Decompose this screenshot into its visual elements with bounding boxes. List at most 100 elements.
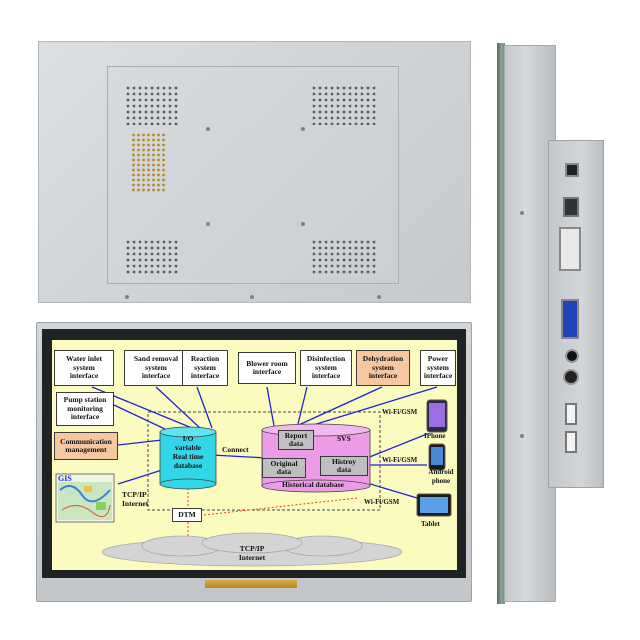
vent-hole <box>150 252 154 256</box>
vent-hole <box>318 270 322 274</box>
vent-hole <box>156 92 160 96</box>
screw <box>301 127 305 131</box>
vent-hole <box>138 116 142 120</box>
side-bezel <box>504 45 556 602</box>
vent-hole <box>157 178 160 182</box>
vent-hole <box>312 270 316 274</box>
vent-hole <box>324 116 328 120</box>
vent-hole <box>360 86 364 90</box>
vent-hole <box>137 168 140 172</box>
vent-hole <box>162 122 166 125</box>
vent-hole <box>360 104 364 108</box>
vent-hole <box>156 122 160 125</box>
vent-holes-amber <box>132 133 165 192</box>
vent-hole <box>336 86 340 90</box>
vent-hole <box>137 138 140 142</box>
vent-hole <box>156 110 160 114</box>
vent-hole <box>354 258 358 262</box>
vent-hole <box>168 116 172 120</box>
vent-hole <box>126 110 130 114</box>
vent-hole <box>324 264 328 268</box>
vent-hole <box>152 153 155 157</box>
vent-hole <box>318 110 322 114</box>
screw <box>520 211 524 215</box>
vent-hole <box>150 104 154 108</box>
vent-hole <box>348 98 352 102</box>
vent-hole <box>150 270 154 274</box>
vent-hole <box>138 104 142 108</box>
vent-hole <box>174 86 178 90</box>
vent-hole <box>312 116 316 120</box>
vent-hole <box>157 148 160 152</box>
tablet-label: Tablet <box>421 520 440 528</box>
vent-hole <box>348 116 352 120</box>
power-interface-box: Power system interface <box>420 350 456 386</box>
vent-hole <box>336 98 340 102</box>
vent-hole <box>342 116 346 120</box>
vent-hole <box>336 92 340 96</box>
vent-hole <box>162 258 166 262</box>
vent-hole <box>372 264 376 268</box>
vent-hole <box>132 188 135 192</box>
vent-hole <box>162 98 166 102</box>
original-data-box: Original data <box>262 458 306 478</box>
power-label: Power system interface <box>423 354 453 381</box>
vent-hole <box>348 270 352 274</box>
original-data-label: Original data <box>270 458 298 476</box>
vent-hole <box>152 163 155 167</box>
wifi-gsm-label: Wi-Fi/GSM <box>382 408 418 416</box>
vent-hole <box>168 264 172 268</box>
vent-hole <box>330 270 334 274</box>
vent-hole <box>162 252 166 256</box>
vent-hole <box>318 246 322 250</box>
vent-hole <box>132 138 135 142</box>
vent-hole <box>174 264 178 268</box>
vent-hole <box>150 240 154 244</box>
vent-hole <box>354 246 358 250</box>
vent-hole <box>144 246 148 250</box>
vent-hole <box>324 270 328 274</box>
vent-hole <box>348 104 352 108</box>
vent-hole <box>324 258 328 262</box>
vent-hole <box>360 270 364 274</box>
vent-hole <box>342 104 346 108</box>
vent-hole <box>150 258 154 262</box>
vent-hole <box>157 188 160 192</box>
vent-hole <box>372 122 376 125</box>
vent-hole <box>372 246 376 250</box>
iphone-label: IPhone <box>424 432 446 440</box>
vent-hole <box>342 252 346 256</box>
vent-hole <box>147 163 150 167</box>
vent-hole <box>342 240 346 244</box>
vent-hole <box>330 116 334 120</box>
screw <box>301 222 305 226</box>
vent-hole <box>330 92 334 96</box>
vent-hole <box>137 143 140 147</box>
vent-hole <box>150 110 154 114</box>
vent-hole <box>174 116 178 120</box>
report-data-label: Report data <box>284 430 308 448</box>
vent-hole <box>360 110 364 114</box>
vent-hole <box>174 110 178 114</box>
vent-hole <box>372 270 376 274</box>
vent-hole <box>156 98 160 102</box>
vent-hole <box>354 122 358 125</box>
historical-database-cylinder <box>261 423 371 493</box>
vent-hole <box>366 264 370 268</box>
vent-hole <box>342 264 346 268</box>
vent-hole <box>174 252 178 256</box>
vent-hole <box>318 122 322 125</box>
vent-hole <box>152 183 155 187</box>
vent-hole <box>132 92 136 96</box>
water-inlet-interface-box: Water inlet system interface <box>54 350 114 386</box>
vent-hole <box>330 98 334 102</box>
vent-hole <box>126 104 130 108</box>
vent-hole <box>150 264 154 268</box>
vent-hole <box>132 246 136 250</box>
vent-hole <box>126 264 130 268</box>
vent-hole <box>342 270 346 274</box>
connect-label: Connect <box>222 445 249 454</box>
vent-hole <box>312 258 316 262</box>
vent-hole <box>162 168 165 172</box>
vent-hole <box>354 92 358 96</box>
